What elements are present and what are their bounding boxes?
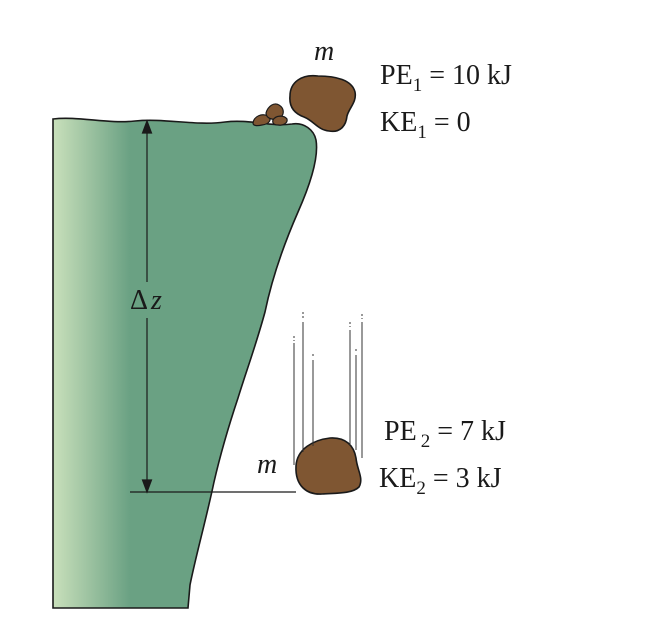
arrowhead-up-icon	[141, 119, 153, 134]
ke2-subscript: 2	[416, 478, 426, 499]
bottom-mass-label: m	[257, 449, 277, 480]
motion-lines	[293, 312, 363, 465]
pe1-value: = 10 kJ	[429, 60, 512, 91]
ke2-value: = 3 kJ	[433, 463, 502, 494]
cliff	[52, 117, 318, 609]
pe1-label: PE1 = 10 kJ	[380, 60, 512, 96]
delta-symbol: Δ	[130, 285, 148, 316]
height-variable: z	[150, 285, 162, 316]
ke1-value: = 0	[434, 107, 471, 138]
ke1-symbol: KE	[380, 107, 417, 138]
rubble-pebble	[265, 103, 284, 120]
arrowhead-down-icon	[141, 479, 153, 494]
ke2-label: KE2 = 3 kJ	[379, 463, 502, 499]
ke1-label: KE1 = 0	[380, 107, 471, 143]
bottom-rock	[295, 437, 362, 495]
pe2-subscript: 2	[421, 431, 431, 452]
pe1-subscript: 1	[413, 75, 423, 96]
pe1-symbol: PE	[380, 60, 413, 91]
pe2-symbol: PE	[384, 416, 417, 447]
top-mass-label: m	[314, 36, 334, 67]
ke1-subscript: 1	[417, 122, 427, 143]
rubble-pebble	[272, 115, 288, 126]
top-rock	[289, 74, 357, 133]
pe2-value: = 7 kJ	[437, 416, 506, 447]
ke2-symbol: KE	[379, 463, 416, 494]
rubble-pebble	[252, 114, 271, 127]
height-dimension-arrow	[141, 119, 153, 494]
